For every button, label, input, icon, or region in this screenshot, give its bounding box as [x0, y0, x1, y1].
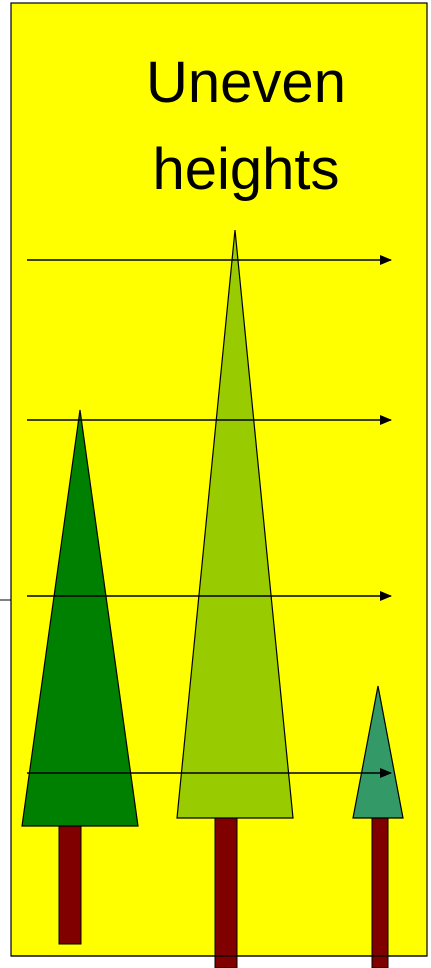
title-uneven: Uneven: [146, 50, 346, 115]
tree-right: [352, 685, 404, 819]
trunk-right: [371, 817, 389, 968]
tree-middle: [176, 229, 294, 819]
tree-left: [21, 409, 139, 827]
trunk-left: [58, 825, 82, 945]
title-heights: heights: [152, 137, 339, 202]
trunk-middle: [214, 817, 238, 968]
